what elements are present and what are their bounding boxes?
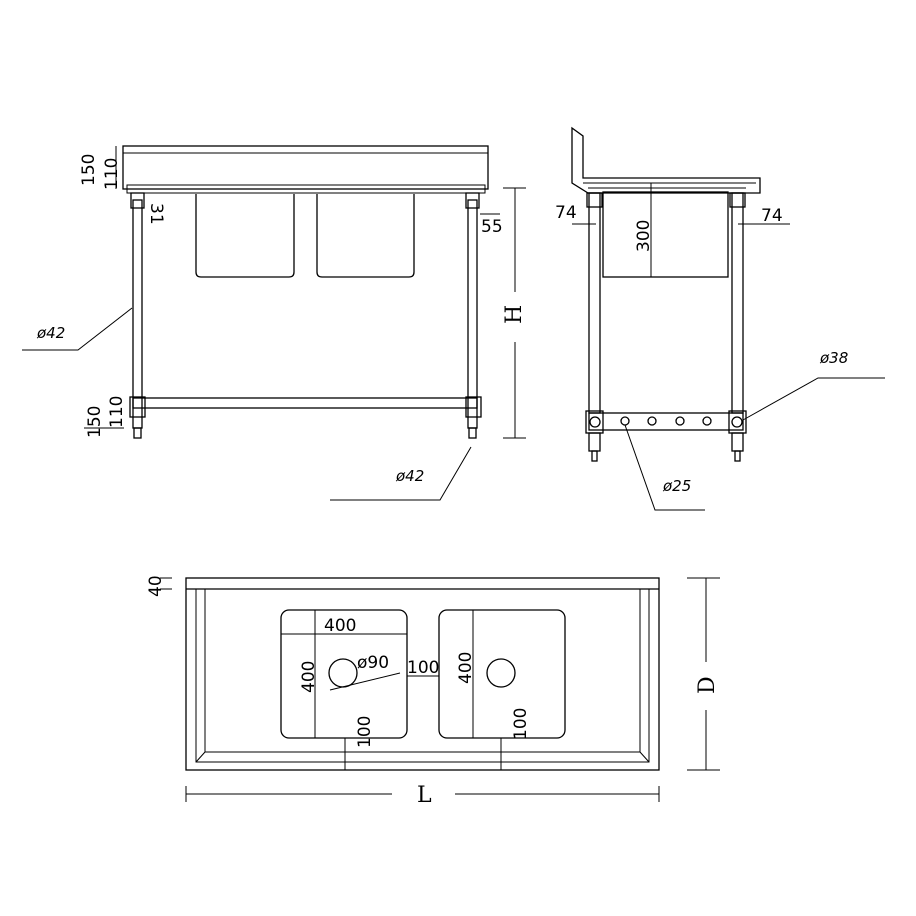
- front-bowl-right: [316, 194, 415, 278]
- dim-top-height: 150: [79, 154, 99, 186]
- waste-outlet-right: [486, 658, 516, 688]
- leader-foot-diameter: [330, 446, 472, 501]
- dim-side-leg-diameter: ø38: [819, 349, 848, 367]
- rail-hole-4: [702, 416, 712, 426]
- front-foot-right: [468, 427, 477, 439]
- side-bowl: [602, 191, 729, 278]
- leader-side-leg-diameter: [742, 377, 885, 421]
- dim-foot-diameter: ø42: [395, 467, 424, 485]
- dim-shelf-height: 150: [85, 406, 105, 438]
- dim-height: H: [502, 305, 527, 324]
- front-leg-right: [467, 199, 478, 429]
- dim-leg-offset: 55: [481, 217, 503, 237]
- front-foot-left: [133, 427, 142, 439]
- dim-skirt: 31: [146, 203, 166, 225]
- dim-upstand: 40: [146, 575, 166, 597]
- dim-bowl-depth: 300: [634, 220, 654, 252]
- dim-waste-diameter: ø90: [357, 653, 389, 673]
- front-skirt: [126, 184, 486, 194]
- dim-side-left-offset: 74: [555, 203, 577, 223]
- side-upstand: [571, 126, 761, 194]
- dim-rail-hole-diameter: ø25: [662, 477, 691, 495]
- front-view: 150 110 31 55 ø42 150 110 H ø42: [22, 145, 527, 501]
- side-leg-left: [588, 192, 601, 414]
- dim-side-right-offset: 74: [761, 206, 783, 226]
- waste-outlet-left: [328, 658, 358, 688]
- dim-shelf-inner: 110: [107, 396, 127, 428]
- dim-leg-diameter: ø42: [36, 324, 65, 342]
- plan-bowl-left: [280, 609, 408, 739]
- rail-hole-1: [620, 416, 630, 426]
- plan-bowl-right: [438, 609, 566, 739]
- leader-rail-hole: [624, 424, 705, 511]
- side-foot-right: [734, 450, 741, 462]
- front-shelf-rail: [132, 397, 478, 409]
- dim-bowl1-depth: 400: [299, 661, 319, 693]
- side-rail: [588, 412, 744, 431]
- plan-outline: [185, 577, 660, 771]
- side-leg-right: [731, 192, 744, 414]
- dim-bowl2-front: 100: [511, 708, 531, 740]
- rail-hole-2: [647, 416, 657, 426]
- front-worktop: [122, 145, 489, 190]
- dim-bowl1-width: 400: [324, 616, 356, 636]
- plan-view: 100 100 400 400 ø90 100 400 40 L D: [146, 575, 720, 808]
- dim-bowl2-depth: 400: [456, 652, 476, 684]
- side-foot-left: [591, 450, 598, 462]
- dim-top-inner: 110: [102, 158, 122, 190]
- front-bowl-left: [195, 194, 295, 278]
- front-leg-left: [132, 199, 143, 429]
- side-view: 74 74 300 ø38 ø25: [555, 126, 885, 511]
- dim-bowl1-front: 100: [355, 716, 375, 748]
- leader-leg-diameter: [22, 307, 133, 351]
- dim-depth: D: [695, 676, 720, 694]
- dim-bowl-gap: 100: [407, 658, 439, 678]
- dim-length: L: [417, 783, 432, 808]
- rail-hole-3: [675, 416, 685, 426]
